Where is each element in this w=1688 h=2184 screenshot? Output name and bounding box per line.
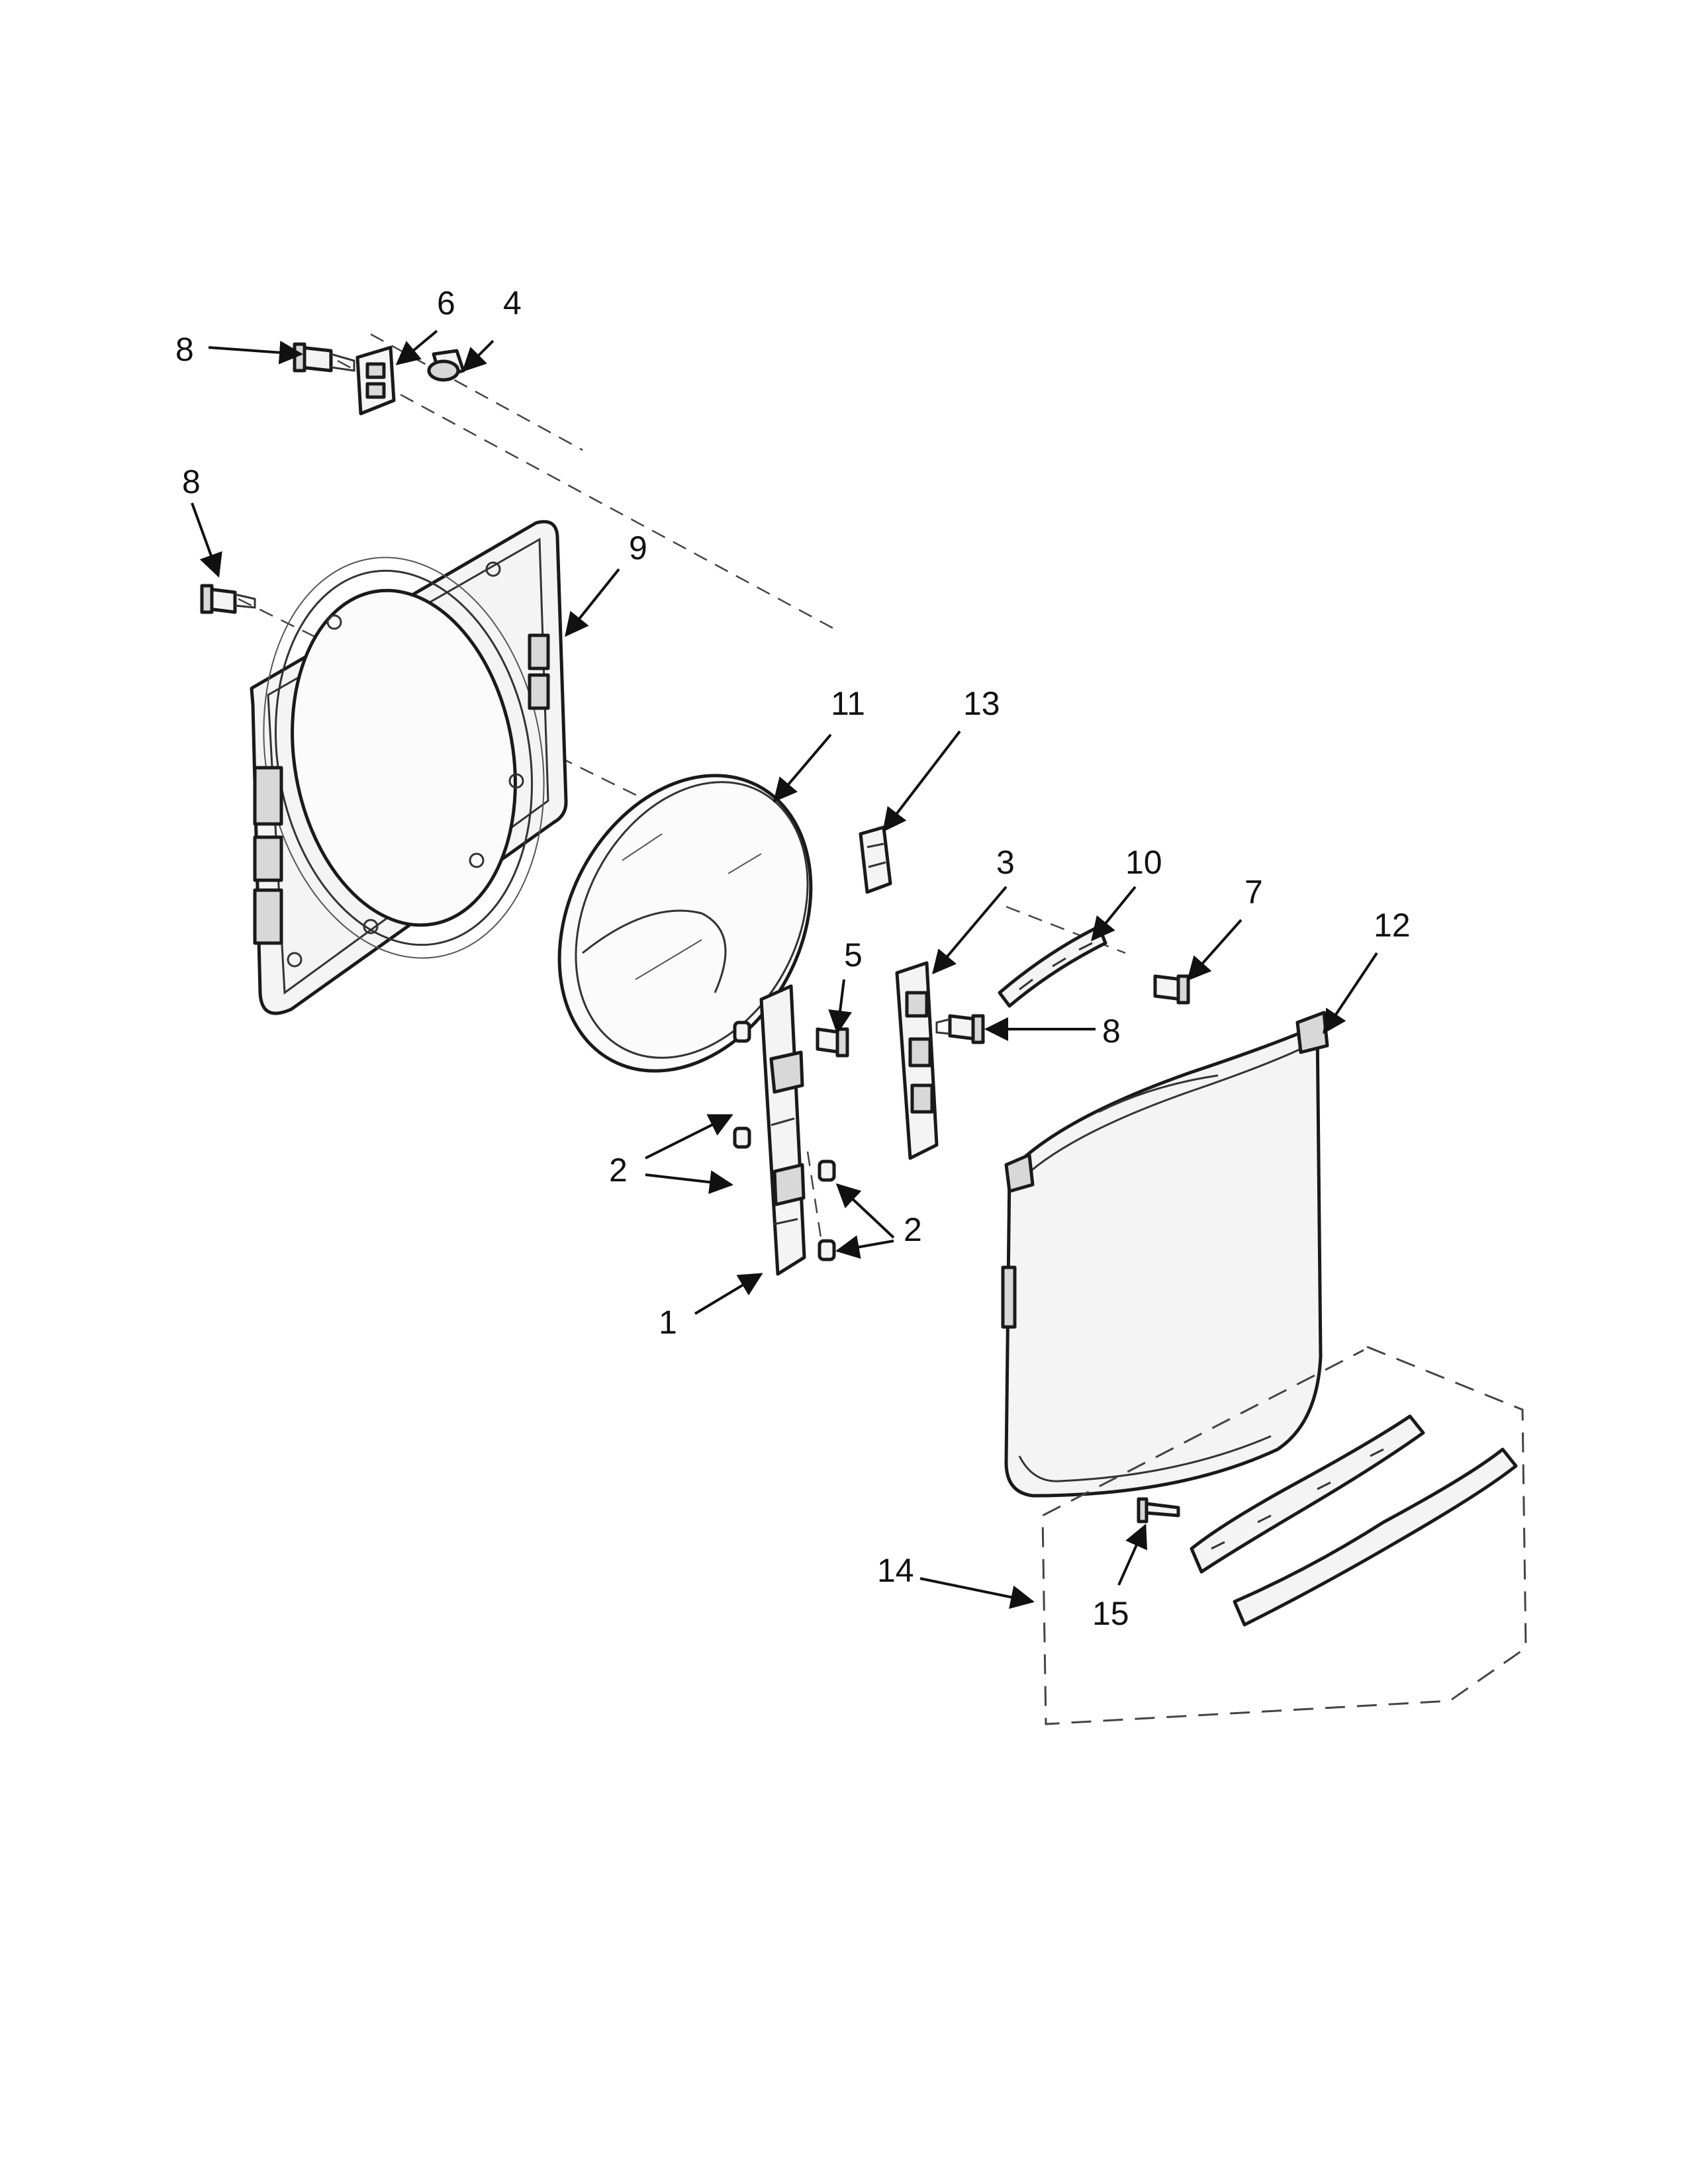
callout-1: 1 <box>659 1304 677 1341</box>
handle-insert-part <box>859 825 892 894</box>
screw-left-part <box>200 584 256 614</box>
callout-14: 14 <box>877 1552 914 1589</box>
callout-7: 7 <box>1244 874 1263 911</box>
inner-door-glass-part <box>557 774 813 1073</box>
callout-15: 15 <box>1092 1595 1129 1632</box>
spacer-parts <box>733 1021 836 1261</box>
callout-labels: 8 6 4 9 11 13 3 10 7 12 5 8 2 2 1 14 15 … <box>175 285 1411 1632</box>
callout-8-right: 8 <box>1102 1013 1121 1050</box>
door-frame-part <box>250 520 568 1015</box>
callout-4: 4 <box>503 285 522 322</box>
screw-right-part <box>935 1014 985 1044</box>
callout-3: 3 <box>996 844 1015 881</box>
hinge-part <box>759 984 806 1276</box>
hinge-screw-part <box>816 1027 849 1058</box>
callout-2-left: 2 <box>609 1152 628 1189</box>
leader-arrows <box>191 330 1378 1609</box>
callout-10: 10 <box>1125 844 1162 881</box>
screw-upper-part <box>293 342 355 373</box>
callout-2-right: 2 <box>904 1211 922 1248</box>
callout-8-left: 8 <box>182 463 201 500</box>
callout-11: 11 <box>831 685 865 722</box>
callout-6: 6 <box>437 285 455 322</box>
handle-kit-part <box>1041 1345 1527 1725</box>
bumper-part <box>427 349 465 382</box>
callout-9: 9 <box>629 529 647 567</box>
callout-13: 13 <box>963 685 1000 722</box>
outer-door-part <box>1001 1011 1329 1498</box>
handle-screw-part <box>1137 1497 1180 1524</box>
door-strike-part <box>355 345 396 416</box>
callout-8-upper: 8 <box>175 331 194 368</box>
callout-12: 12 <box>1374 907 1411 944</box>
door-trim-part <box>998 925 1107 1008</box>
trim-screw-part <box>1153 974 1190 1005</box>
hinge-plate-part <box>895 961 939 1160</box>
callout-5: 5 <box>844 936 863 974</box>
